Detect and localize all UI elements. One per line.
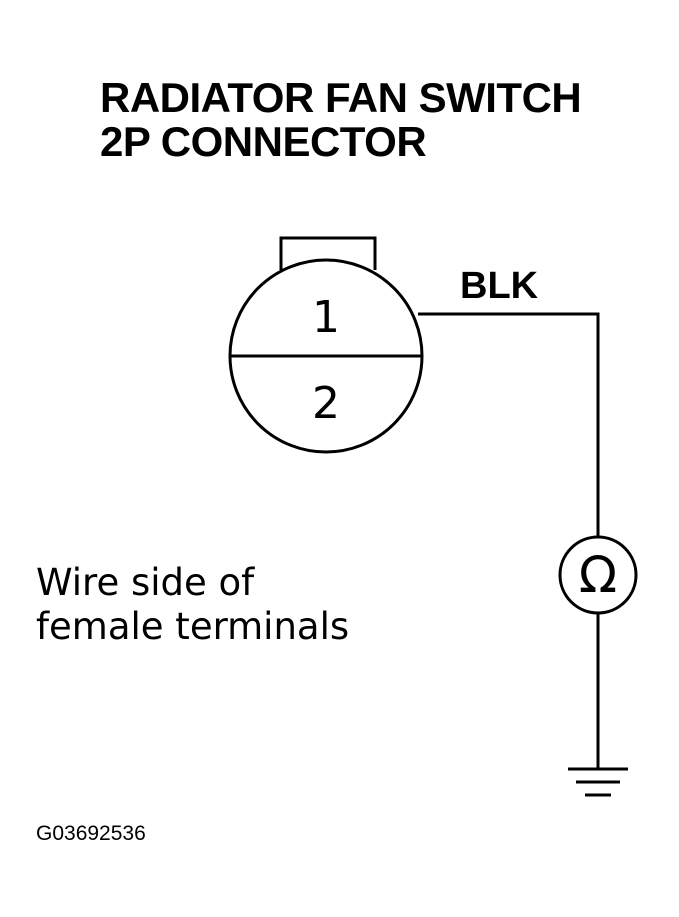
- caption-line-1: Wire side of: [36, 561, 255, 604]
- wire-color-label: BLK: [460, 265, 539, 307]
- figure-id: G03692536: [36, 822, 146, 845]
- terminal-2-label: 2: [312, 378, 340, 429]
- terminal-1-label: 1: [312, 292, 340, 343]
- ohmmeter-symbol: Ω: [579, 546, 617, 604]
- caption-line-2: female terminals: [36, 605, 350, 648]
- connector-lock-tab: [279, 236, 377, 270]
- ground-symbol-icon: [568, 767, 628, 797]
- diagram-title-line-2: 2P CONNECTOR: [100, 118, 427, 165]
- blk-wire: [418, 312, 600, 537]
- diagram-title-line-1: RADIATOR FAN SWITCH: [100, 74, 582, 121]
